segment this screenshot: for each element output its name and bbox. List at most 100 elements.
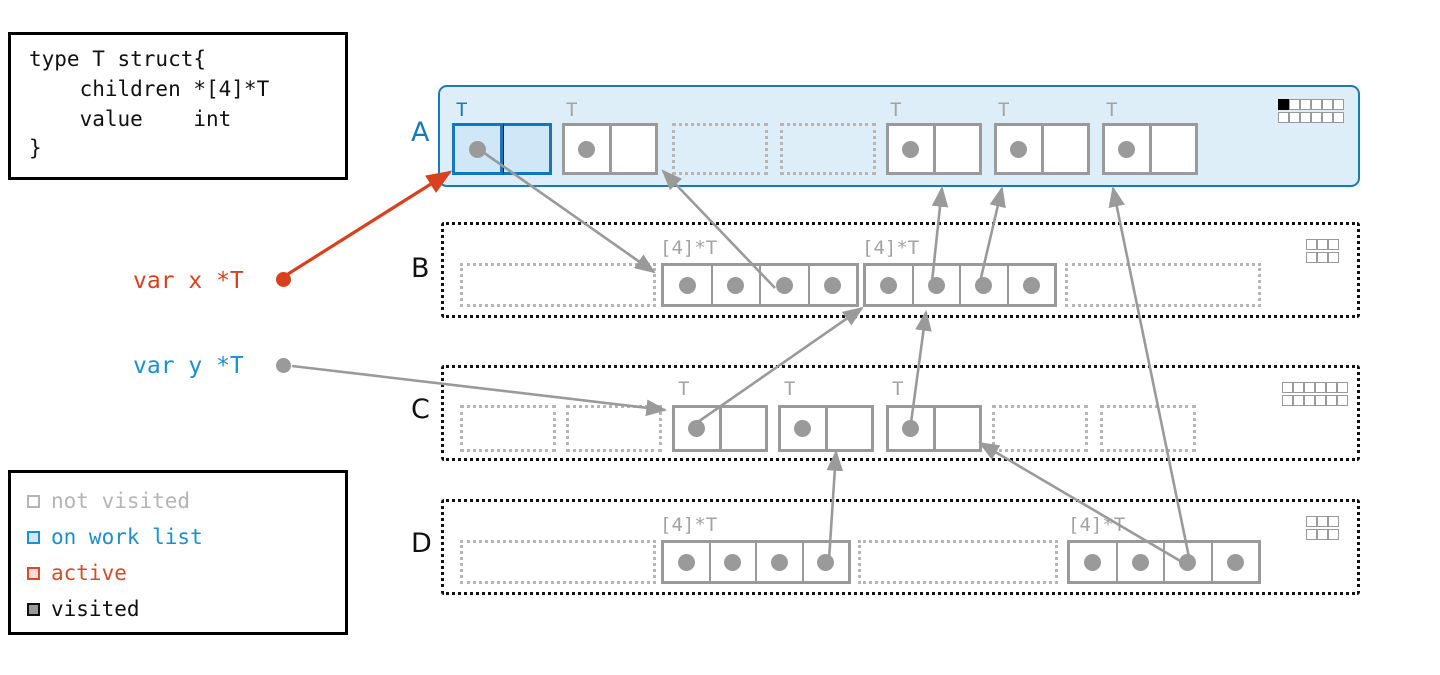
bitmap-cell	[1317, 516, 1328, 527]
bitmap-cell	[1311, 112, 1322, 123]
legend-item-active: active	[27, 555, 345, 591]
pointer-dot	[824, 276, 842, 294]
bitmap-row	[1306, 516, 1339, 527]
pointer-dot	[902, 140, 920, 158]
pointer-dot	[677, 553, 695, 571]
legend-swatch-not-visited	[27, 494, 40, 508]
var-x-pointer-dot	[276, 272, 291, 287]
span-d[interactable]: [4]*T [4]*T	[441, 499, 1360, 595]
pointer-dot	[794, 420, 812, 437]
array-b-1-cell-3	[810, 266, 857, 304]
bitmap-cell	[1317, 252, 1328, 263]
free-slot-c-5	[992, 405, 1088, 452]
span-b[interactable]: [4]*T [4]*T	[441, 222, 1360, 318]
bitmap-row	[1282, 382, 1348, 393]
bitmap-row	[1306, 529, 1339, 540]
bitmap-cell	[1333, 112, 1344, 123]
legend-label-visited: visited	[51, 597, 140, 621]
pointer-dot	[1226, 553, 1244, 571]
bitmap-cell	[1304, 382, 1315, 393]
object-a-0[interactable]	[452, 123, 552, 175]
object-a-5-pointer-field	[994, 123, 1044, 175]
span-a-mark-bitmap	[1278, 99, 1344, 123]
bitmap-cell	[1326, 395, 1337, 406]
bitmap-cell	[1337, 382, 1348, 393]
pointer-dot	[1131, 553, 1149, 571]
object-c-2-pointer-field	[672, 405, 722, 452]
span-letter-b: B	[411, 253, 430, 284]
bitmap-cell	[1282, 382, 1293, 393]
bitmap-cell	[1306, 529, 1317, 540]
object-a-0-value-field	[503, 123, 552, 175]
type-label-t: T	[892, 378, 904, 400]
object-a-5[interactable]	[994, 123, 1090, 175]
pointer-dot	[770, 553, 788, 571]
free-slot-a-2	[672, 123, 768, 175]
legend-swatch-on-work-list	[27, 530, 40, 544]
struct-definition-code: type T struct{ children *[4]*T value int…	[29, 47, 270, 161]
bitmap-cell	[1328, 252, 1339, 263]
pointer-dot	[727, 276, 745, 294]
bitmap-cell	[1315, 395, 1326, 406]
array-d-3-cell-1	[1118, 543, 1165, 581]
bitmap-cell	[1300, 112, 1311, 123]
object-a-1[interactable]	[562, 123, 658, 175]
type-label-array: [4]*T	[660, 237, 718, 259]
bitmap-cell	[1300, 99, 1311, 110]
type-label-t: T	[1106, 99, 1118, 121]
span-c[interactable]: T T T	[441, 365, 1360, 461]
pointer-dot	[1010, 140, 1028, 158]
legend-swatch-active	[27, 566, 40, 580]
pointer-dot	[817, 553, 835, 571]
legend-label-active: active	[51, 561, 127, 585]
object-a-1-pointer-field	[562, 123, 612, 175]
type-label-t: T	[998, 99, 1010, 121]
pointer-dot	[880, 276, 898, 294]
array-b-1-cell-2	[761, 266, 810, 304]
struct-definition-box: type T struct{ children *[4]*T value int…	[8, 32, 348, 180]
bitmap-row	[1282, 395, 1348, 406]
array-d-3-cell-0	[1070, 543, 1118, 581]
free-slot-d-2	[858, 540, 1058, 584]
bitmap-row	[1306, 239, 1339, 250]
bitmap-cell	[1328, 239, 1339, 250]
pointer-dot	[724, 553, 742, 571]
pointer-dot	[1022, 276, 1040, 294]
type-label-t: T	[784, 378, 796, 400]
pointer-dot	[469, 140, 486, 158]
free-slot-c-1	[566, 405, 662, 452]
bitmap-cell	[1289, 112, 1300, 123]
object-c-3-value-field	[827, 405, 874, 452]
array-d-1-cell-1	[711, 543, 757, 581]
object-c-4[interactable]	[886, 405, 982, 452]
array-b-1[interactable]	[661, 263, 859, 307]
object-c-2-value-field	[721, 405, 768, 452]
object-a-6-pointer-field	[1102, 123, 1152, 175]
bitmap-cell	[1306, 252, 1317, 263]
array-d-1-cell-3	[804, 543, 849, 581]
free-slot-c-6	[1100, 405, 1196, 452]
span-a[interactable]: T T T T T	[438, 85, 1360, 187]
type-label-t: T	[456, 99, 468, 121]
legend-label-not-visited: not visited	[51, 489, 191, 513]
array-b-2[interactable]	[863, 263, 1057, 307]
object-c-2[interactable]	[672, 405, 768, 452]
array-b-2-cell-2	[961, 266, 1009, 304]
object-a-4[interactable]	[886, 123, 982, 175]
object-c-4-value-field	[935, 405, 982, 452]
object-c-3[interactable]	[778, 405, 874, 452]
object-a-6[interactable]	[1102, 123, 1198, 175]
bitmap-row	[1306, 252, 1339, 263]
bitmap-cell	[1322, 112, 1333, 123]
array-d-1[interactable]	[661, 540, 851, 584]
free-slot-c-0	[460, 405, 556, 452]
span-d-mark-bitmap	[1306, 516, 1339, 540]
array-d-3[interactable]	[1067, 540, 1261, 584]
type-label-array: [4]*T	[1068, 514, 1126, 536]
pointer-dot	[902, 420, 920, 437]
array-d-3-cell-2	[1165, 543, 1213, 581]
bitmap-cell	[1322, 99, 1333, 110]
pointer-dot	[678, 276, 696, 294]
bitmap-cell	[1278, 99, 1289, 110]
span-letter-d: D	[411, 528, 432, 559]
